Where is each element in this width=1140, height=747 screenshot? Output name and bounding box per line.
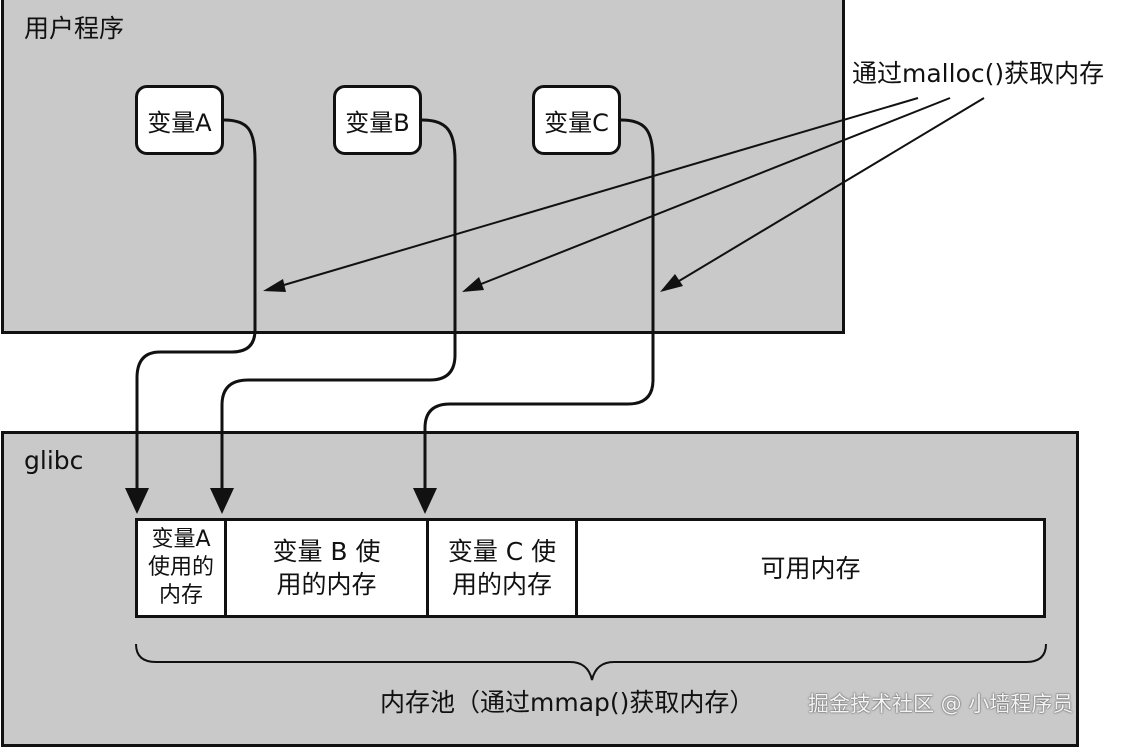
user-program-region: 用户程序 <box>1 0 845 334</box>
variable-b-box: 变量B <box>333 85 422 155</box>
pool-cell-variable-b: 变量 B 使 用的内存 <box>224 521 426 615</box>
pool-cell-free: 可用内存 <box>575 521 1043 615</box>
pool-cell-variable-c: 变量 C 使 用的内存 <box>426 521 575 615</box>
glibc-title: glibc <box>24 446 84 475</box>
variable-c-box: 变量C <box>532 85 621 155</box>
pool-cell-variable-a: 变量A 使用的 内存 <box>138 521 224 615</box>
pool-cell-variable-c-label: 变量 C 使 用的内存 <box>447 537 557 599</box>
pool-cell-free-label: 可用内存 <box>760 553 861 583</box>
variable-a-box: 变量A <box>135 85 224 155</box>
pool-cell-variable-b-label: 变量 B 使 用的内存 <box>272 537 381 599</box>
user-program-title: 用户程序 <box>24 14 125 43</box>
memory-pool: 变量A 使用的 内存 变量 B 使 用的内存 变量 C 使 用的内存 可用内存 <box>135 518 1046 618</box>
pool-cell-variable-a-label: 变量A 使用的 内存 <box>147 527 214 608</box>
malloc-annotation: 通过malloc()获取内存 <box>852 59 1105 88</box>
watermark: 掘金技术社区 @ 小墙程序员 <box>808 692 1074 716</box>
memory-pool-caption: 内存池（通过mmap()获取内存） <box>380 688 755 717</box>
